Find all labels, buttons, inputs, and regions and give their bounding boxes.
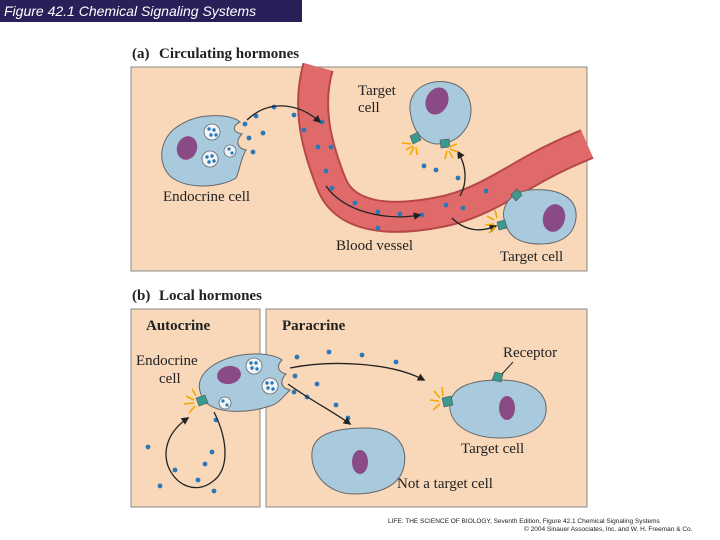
panel-b-letter: (b) [132,288,150,304]
binding-spark-icon [401,142,459,160]
paracrine-heading: Paracrine [282,318,346,334]
receptor-label: Receptor [503,345,557,361]
panel-a-heading: Circulating hormones [159,46,299,62]
target-cell-icon [449,379,547,439]
endocrine-cell-icon [198,353,292,412]
blood-vessel-label: Blood vessel [336,238,413,254]
paracrine-arrow-target [289,362,426,381]
arrow-in-vessel [325,185,422,220]
receptor-pointer [501,361,514,375]
copyright-credit: LIFE: THE SCIENCE OF BIOLOGY, Seventh Ed… [388,518,718,534]
binding-spark-icon [484,209,498,234]
non-target-cell-icon [311,427,406,495]
paracrine-target-cell-label: Target cell [461,441,524,457]
target-cell-icon [409,81,472,145]
autocrine-arrow [165,411,226,489]
receptor-icon [409,131,451,149]
target-cell-top-label-line2: cell [358,100,380,116]
autocrine-endocrine-label-line2: cell [159,371,181,387]
not-target-cell-label: Not a target cell [397,476,493,492]
hormone-molecule-icon [242,104,489,231]
credit-line-2: © 2004 Sinauer Associates, Inc. and W. H… [524,526,693,533]
arrow-to-target-top [457,150,466,197]
credit-line-1: LIFE: THE SCIENCE OF BIOLOGY, Seventh Ed… [388,518,660,525]
arrow-to-vessel [246,105,322,124]
panel-b-heading: Local hormones [159,288,262,304]
arrow-to-target-bottom [451,217,498,233]
binding-spark-icon [429,386,444,411]
binding-spark-icon [183,388,197,414]
receptor-icon [441,371,504,408]
receptor-icon [496,188,523,231]
panel-a-letter: (a) [132,46,150,62]
endocrine-cell-icon [161,115,247,187]
autocrine-heading: Autocrine [146,318,210,334]
title-bar: Figure 42.1 Chemical Signaling Systems [0,0,302,22]
receptor-icon [195,394,209,407]
target-cell-top-label-line1: Target [358,83,397,99]
paracrine-arrow-nontarget [287,383,352,425]
autocrine-endocrine-label-line1: Endocrine [136,353,198,369]
endocrine-cell-label: Endocrine cell [163,189,250,205]
figure-title: Figure 42.1 Chemical Signaling Systems [4,3,257,19]
target-cell-bottom-label: Target cell [500,249,563,265]
